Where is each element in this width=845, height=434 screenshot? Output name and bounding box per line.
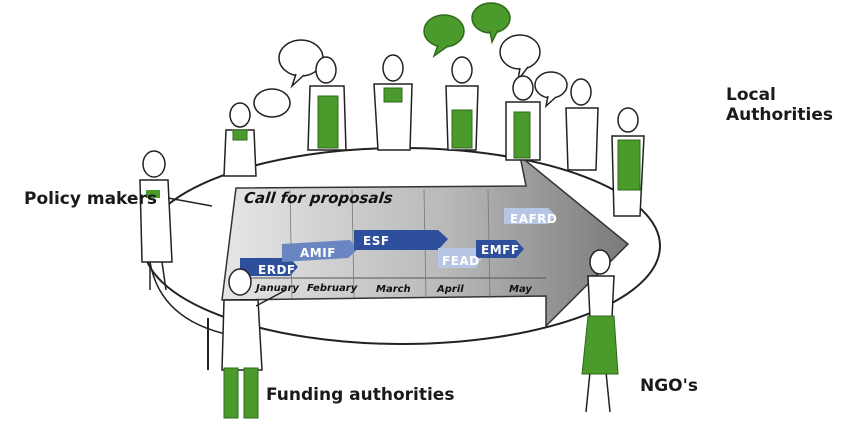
fund-arrow-esf: [354, 230, 448, 250]
speech-bubbles: [253, 34, 568, 118]
fund-label-erdf: ERDF: [258, 263, 296, 277]
person-funding-authority: [221, 268, 287, 371]
board-title: Call for proposals: [243, 189, 394, 207]
funding-authority-green-legs: [223, 367, 259, 419]
fund-arrow-fead: [438, 248, 482, 268]
label-ngos: NGO's: [640, 376, 698, 396]
fund-label-eafrd: EAFRD: [510, 212, 558, 226]
fund-label-fead: FEAD: [442, 254, 480, 268]
fund-arrow-eafrd: [504, 208, 556, 224]
label-local-authorities: Local Authorities: [726, 85, 833, 125]
fund-arrow-erdf: [240, 258, 298, 276]
label-funding-authorities: Funding authorities: [266, 385, 455, 405]
policy-maker-green-accent: [146, 190, 160, 198]
fund-arrow-amif: [282, 240, 358, 262]
label-local-line2: Authorities: [726, 104, 833, 125]
month-label: April: [437, 284, 464, 295]
fund-label-amif: AMIF: [300, 246, 336, 260]
label-policy-makers: Policy makers: [24, 189, 157, 209]
table-edge: [149, 261, 231, 336]
month-label: March: [376, 284, 411, 295]
fund-label-esf: ESF: [363, 234, 390, 248]
person-ngo: [585, 249, 615, 413]
person-policy-maker: [139, 150, 213, 291]
fund-label-emff: EMFF: [481, 243, 520, 257]
label-local-line1: Local: [726, 85, 776, 105]
speech-bubbles-green: [423, 2, 511, 59]
month-label: January: [256, 283, 299, 294]
month-label: February: [307, 283, 358, 294]
fund-arrow-emff: [476, 240, 524, 258]
month-label: May: [509, 284, 532, 295]
ngo-green-skirt: [581, 315, 619, 375]
green-accents: [232, 87, 641, 191]
